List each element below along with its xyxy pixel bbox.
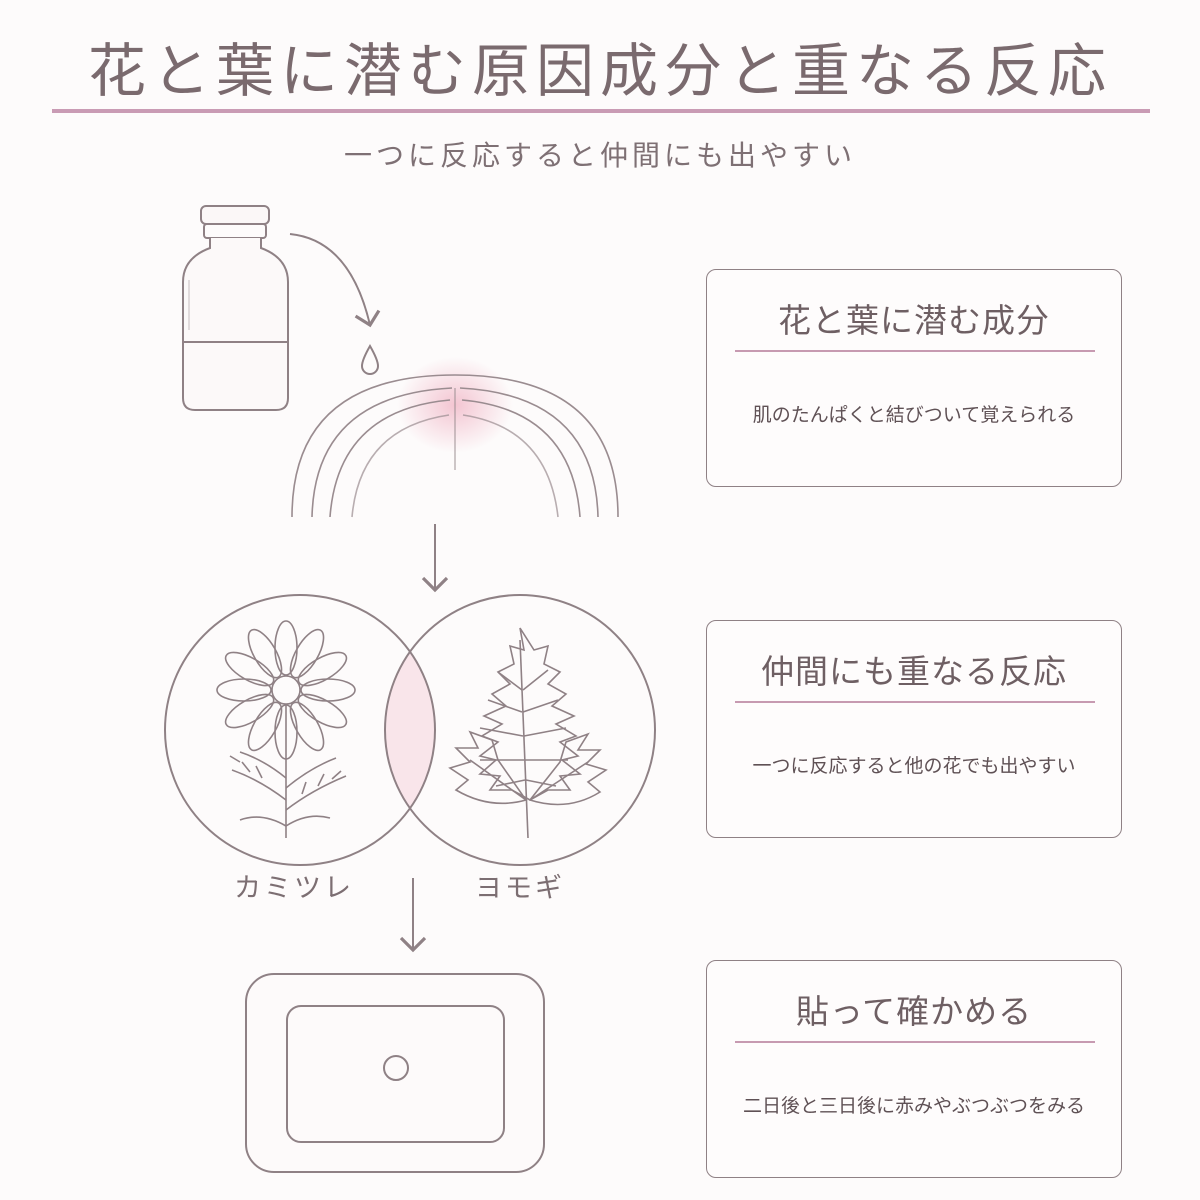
card-text: 二日後と三日後に赤みやぶつぶつをみる [742,1095,1085,1117]
mugwort-leaf-icon [448,627,608,839]
card-title: 花と葉に潜む成分 [778,301,1050,340]
card-divider [735,1041,1095,1043]
card-text: 一つに反応すると他の花でも出やすい [752,755,1076,777]
plant-label-chamomile: カミツレ [234,873,354,904]
oil-bottle-icon [182,205,289,411]
card-title: 貼って確かめる [795,992,1033,1031]
page-subtitle: 一つに反応すると仲間にも出やすい [343,139,856,172]
chamomile-flower-icon [216,620,356,838]
card-text: 肌のたんぱくと結びついて覚えられる [752,404,1076,426]
patch-test-icon [245,973,545,1173]
card-title: 仲間にも重なる反応 [761,652,1067,691]
head-hair-icon [291,357,619,518]
page-title: 花と葉に潜む原因成分と重なる反応 [87,37,1112,105]
info-card-ingredients: 花と葉に潜む成分 肌のたんぱくと結びついて覚えられる [706,269,1122,487]
title-divider [52,109,1150,113]
card-divider [735,701,1095,703]
venn-circles [164,594,656,866]
drop-icon [360,343,380,375]
drip-arrow [289,233,381,328]
card-divider [735,350,1095,352]
info-card-patch-test: 貼って確かめる 二日後と三日後に赤みやぶつぶつをみる [706,960,1122,1178]
info-card-cross-reaction: 仲間にも重なる反応 一つに反応すると他の花でも出やすい [706,620,1122,838]
plant-label-mugwort: ヨモギ [475,873,565,904]
